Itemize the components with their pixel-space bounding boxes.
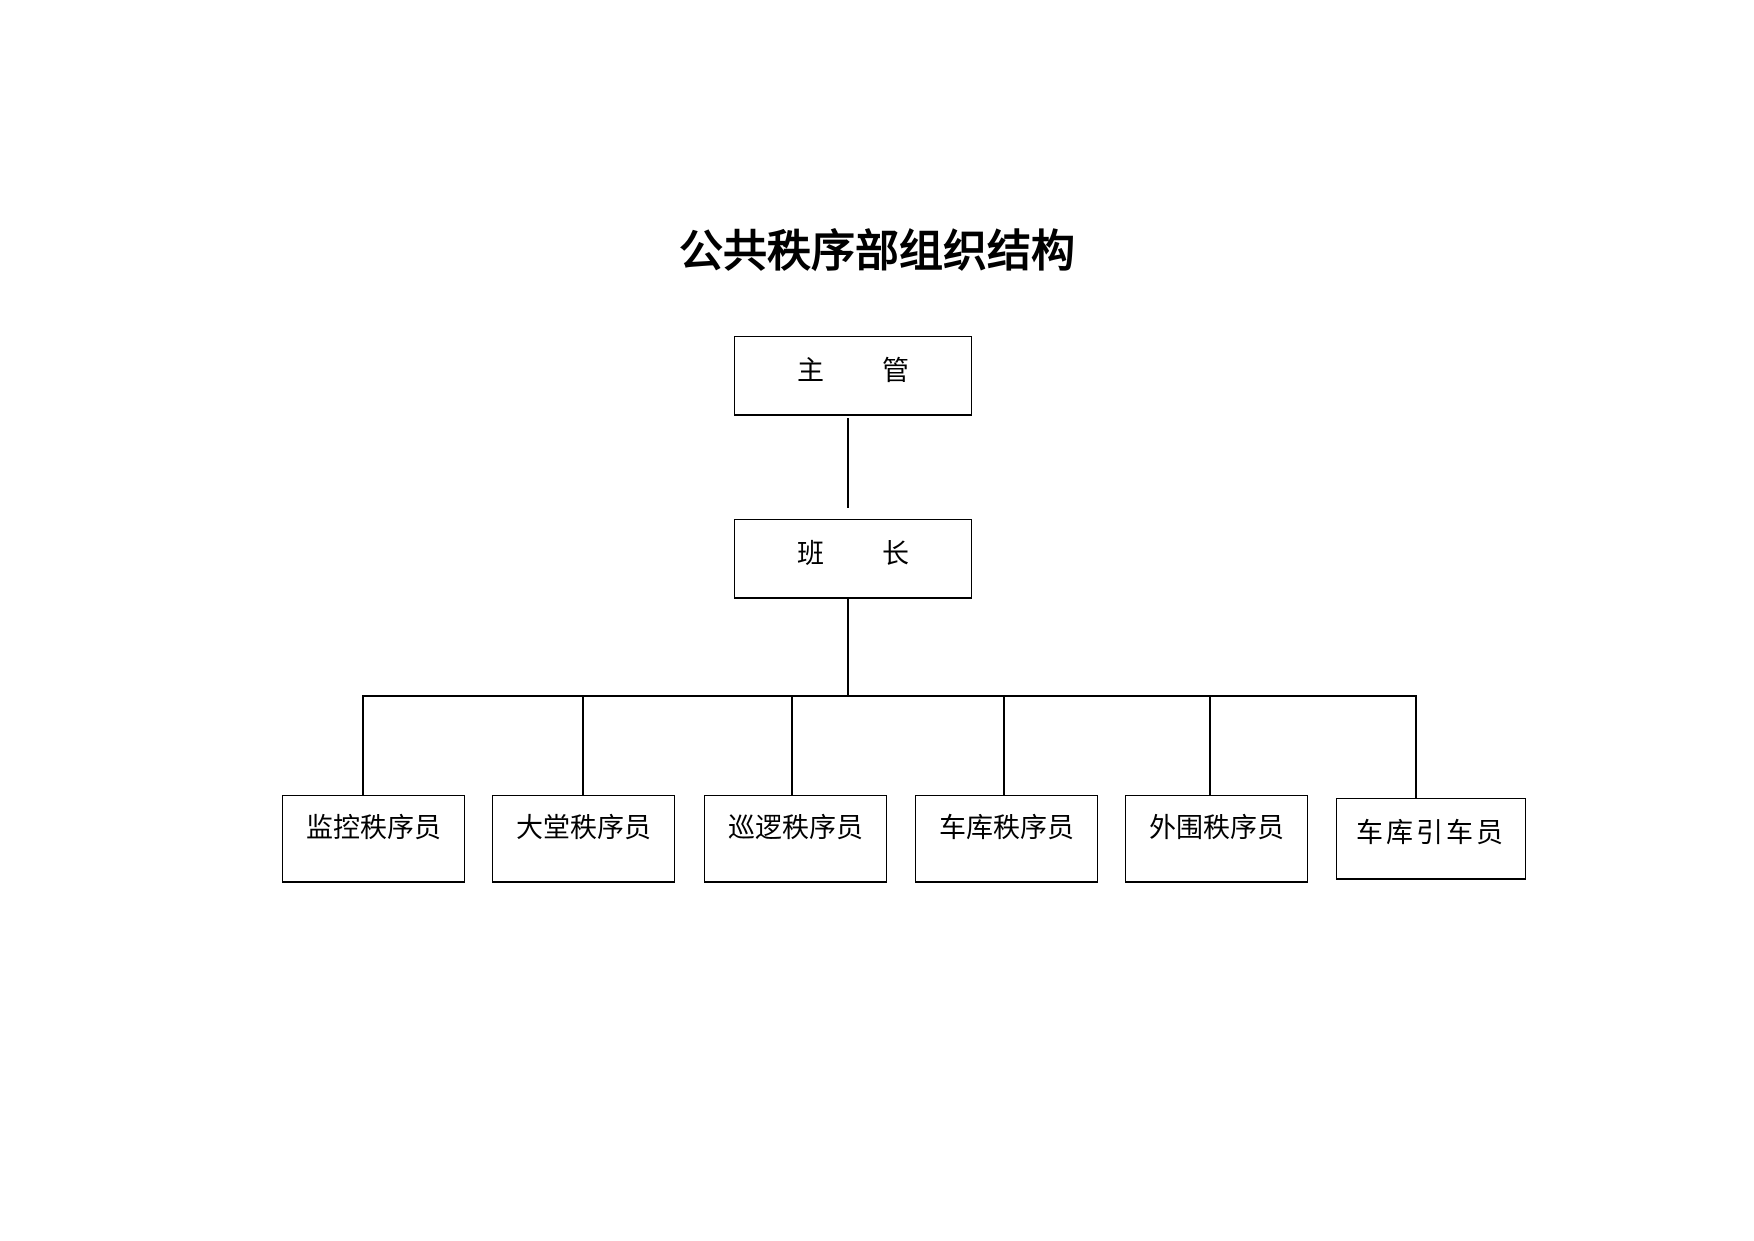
- node-team-leader: 班长: [734, 519, 972, 599]
- node-label: 管: [882, 356, 909, 387]
- chart-title: 公共秩序部组织结构: [679, 226, 1075, 277]
- node-garage-guide: 车库引车员: [1336, 798, 1526, 880]
- node-patrol-staff: 巡逻秩序员: [704, 795, 887, 883]
- node-supervisor: 主管: [734, 336, 972, 416]
- connector-line: [1003, 695, 1005, 795]
- connector-line: [1415, 695, 1417, 798]
- node-label: 主: [797, 356, 824, 387]
- connector-line: [847, 418, 849, 508]
- connector-line: [582, 695, 584, 795]
- node-label: 班: [797, 539, 824, 570]
- node-monitoring-staff: 监控秩序员: [282, 795, 465, 883]
- node-garage-staff: 车库秩序员: [915, 795, 1098, 883]
- connector-line: [362, 695, 1416, 697]
- node-lobby-staff: 大堂秩序员: [492, 795, 675, 883]
- node-label: 长: [882, 539, 909, 570]
- connector-line: [791, 695, 793, 795]
- connector-line: [847, 598, 849, 695]
- connector-line: [362, 695, 364, 795]
- node-perimeter-staff: 外围秩序员: [1125, 795, 1308, 883]
- connector-line: [1209, 695, 1211, 795]
